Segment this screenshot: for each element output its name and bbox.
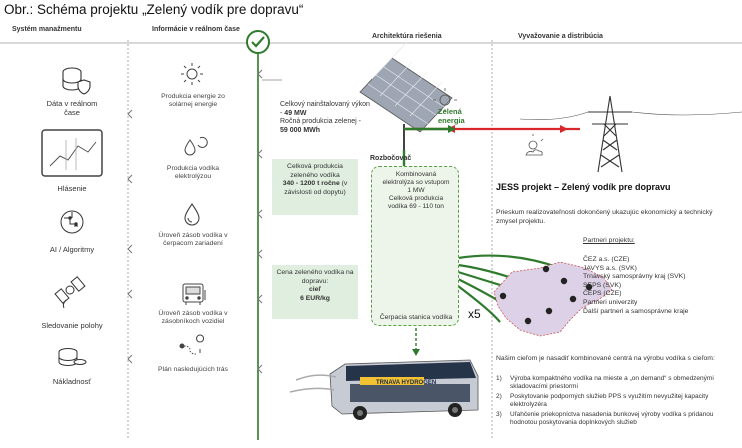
sidebar-item-ai: AI / Algoritmy <box>49 245 95 254</box>
switchboard-label: Rozbočovač <box>370 155 412 162</box>
goals-intro: Našim cieľom je nasadiť kombinované cent… <box>496 355 715 362</box>
sidebar-item-cost: Nákladnosť <box>52 377 92 386</box>
route-icon <box>179 334 205 355</box>
sidebar-item-tracking: Sledovanie polohy <box>41 321 103 330</box>
column-header-architecture: Architektúra riešenia <box>372 33 442 40</box>
partner-item: ČEPS (CZE) <box>583 290 622 298</box>
electrolysis-hub <box>371 166 459 326</box>
sun-icon <box>181 63 203 85</box>
column-header-balancing: Vyvažovanie a distribúcia <box>518 33 603 40</box>
goal-item: 1)Výroba kompaktného vodíka na mieste a … <box>496 375 714 390</box>
production-info-box: Celková produkcia zeleného vodíka 340 - … <box>272 159 358 215</box>
realtime-item-solar: Produkcia energie zo solárnej energie <box>161 93 225 109</box>
column-header-management: Systém manažmentu <box>12 26 82 33</box>
water-drop-icon <box>184 203 200 226</box>
partner-item: JAVYS a.s. (SVK) <box>583 264 637 272</box>
capacity-text: Celkový nainštalovaný výkon - 49 MW Ročn… <box>280 101 370 134</box>
bus-front-icon <box>182 283 206 305</box>
hydrogen-bus-icon <box>289 359 479 420</box>
green-energy-label: Zelená energia <box>438 107 465 125</box>
column-header-realtime: Informácie v reálnom čase <box>152 26 240 33</box>
realtime-item-station-level: Úroveň zásob vodíka v čerpacom zariadení <box>158 232 228 248</box>
goal-item: 3)Uľahčenie priekopníctva nasadenia bunk… <box>496 411 714 426</box>
realtime-item-routes: Plán nasledujúcich trás <box>158 366 228 373</box>
partners-header: Partneri projektu: <box>583 237 635 244</box>
electrolysis-text: Kombinovaná elektrolýza so vstupom 1 MW … <box>382 171 450 210</box>
goal-item: 2)Poskytovanie podporných služieb PPS s … <box>496 393 709 408</box>
cloud-sun-icon <box>525 134 544 156</box>
database-shield-icon <box>62 67 91 95</box>
partners-list: ČEZ a.s. (CZE) JAVYS a.s. (SVK) Trnavský… <box>583 256 733 316</box>
station-label: Čerpacia stanica vodíka <box>379 314 453 321</box>
partner-item: Ďalší partneri a samosprávne kraje <box>583 307 689 315</box>
region-map-icon <box>493 261 613 337</box>
goals-list: 1)Výroba kompaktného vodíka na mieste a … <box>496 375 734 427</box>
solar-panel-icon <box>359 41 453 150</box>
sun-small-icon <box>433 88 457 112</box>
satellite-icon <box>54 276 86 309</box>
jess-description: Prieskum realizovateľnosti dokončený uka… <box>496 209 713 225</box>
bus-sign: TRNAVA HYDROGEN <box>376 380 437 386</box>
power-tower-icon <box>519 95 742 173</box>
checkmark-icon <box>246 30 270 54</box>
realtime-item-electrolysis: Produkcia vodíka elektrolýzou <box>166 165 220 181</box>
partner-item: Trnavský samosprávny kraj (SVK) <box>583 273 686 281</box>
brain-icon <box>60 210 84 234</box>
realtime-item-vehicle-level: Úroveň zásob vodíka v zásobníkoch vozidi… <box>158 310 228 326</box>
monitor-chart-icon <box>41 129 103 177</box>
price-info-box: Cena zeleného vodíka na dopravu: cieľ 6 … <box>272 265 358 319</box>
sidebar-item-realtime-data: Dáta v reálnom čase <box>46 99 98 117</box>
water-drops-icon <box>184 136 208 156</box>
partner-item: Partneri univerzity <box>583 298 638 306</box>
partner-item: ČEZ a.s. (CZE) <box>583 256 630 263</box>
sidebar-item-reporting: Hlásenie <box>57 184 87 193</box>
multiplier-label: x5 <box>468 307 481 321</box>
figure-title: Obr.: Schéma projektu „Zelený vodík pre … <box>4 2 304 17</box>
jess-title: JESS projekt – Zelený vodík pre dopravu <box>496 182 671 192</box>
partner-item: SEPS (SVK) <box>583 281 622 289</box>
coins-icon <box>58 348 87 366</box>
